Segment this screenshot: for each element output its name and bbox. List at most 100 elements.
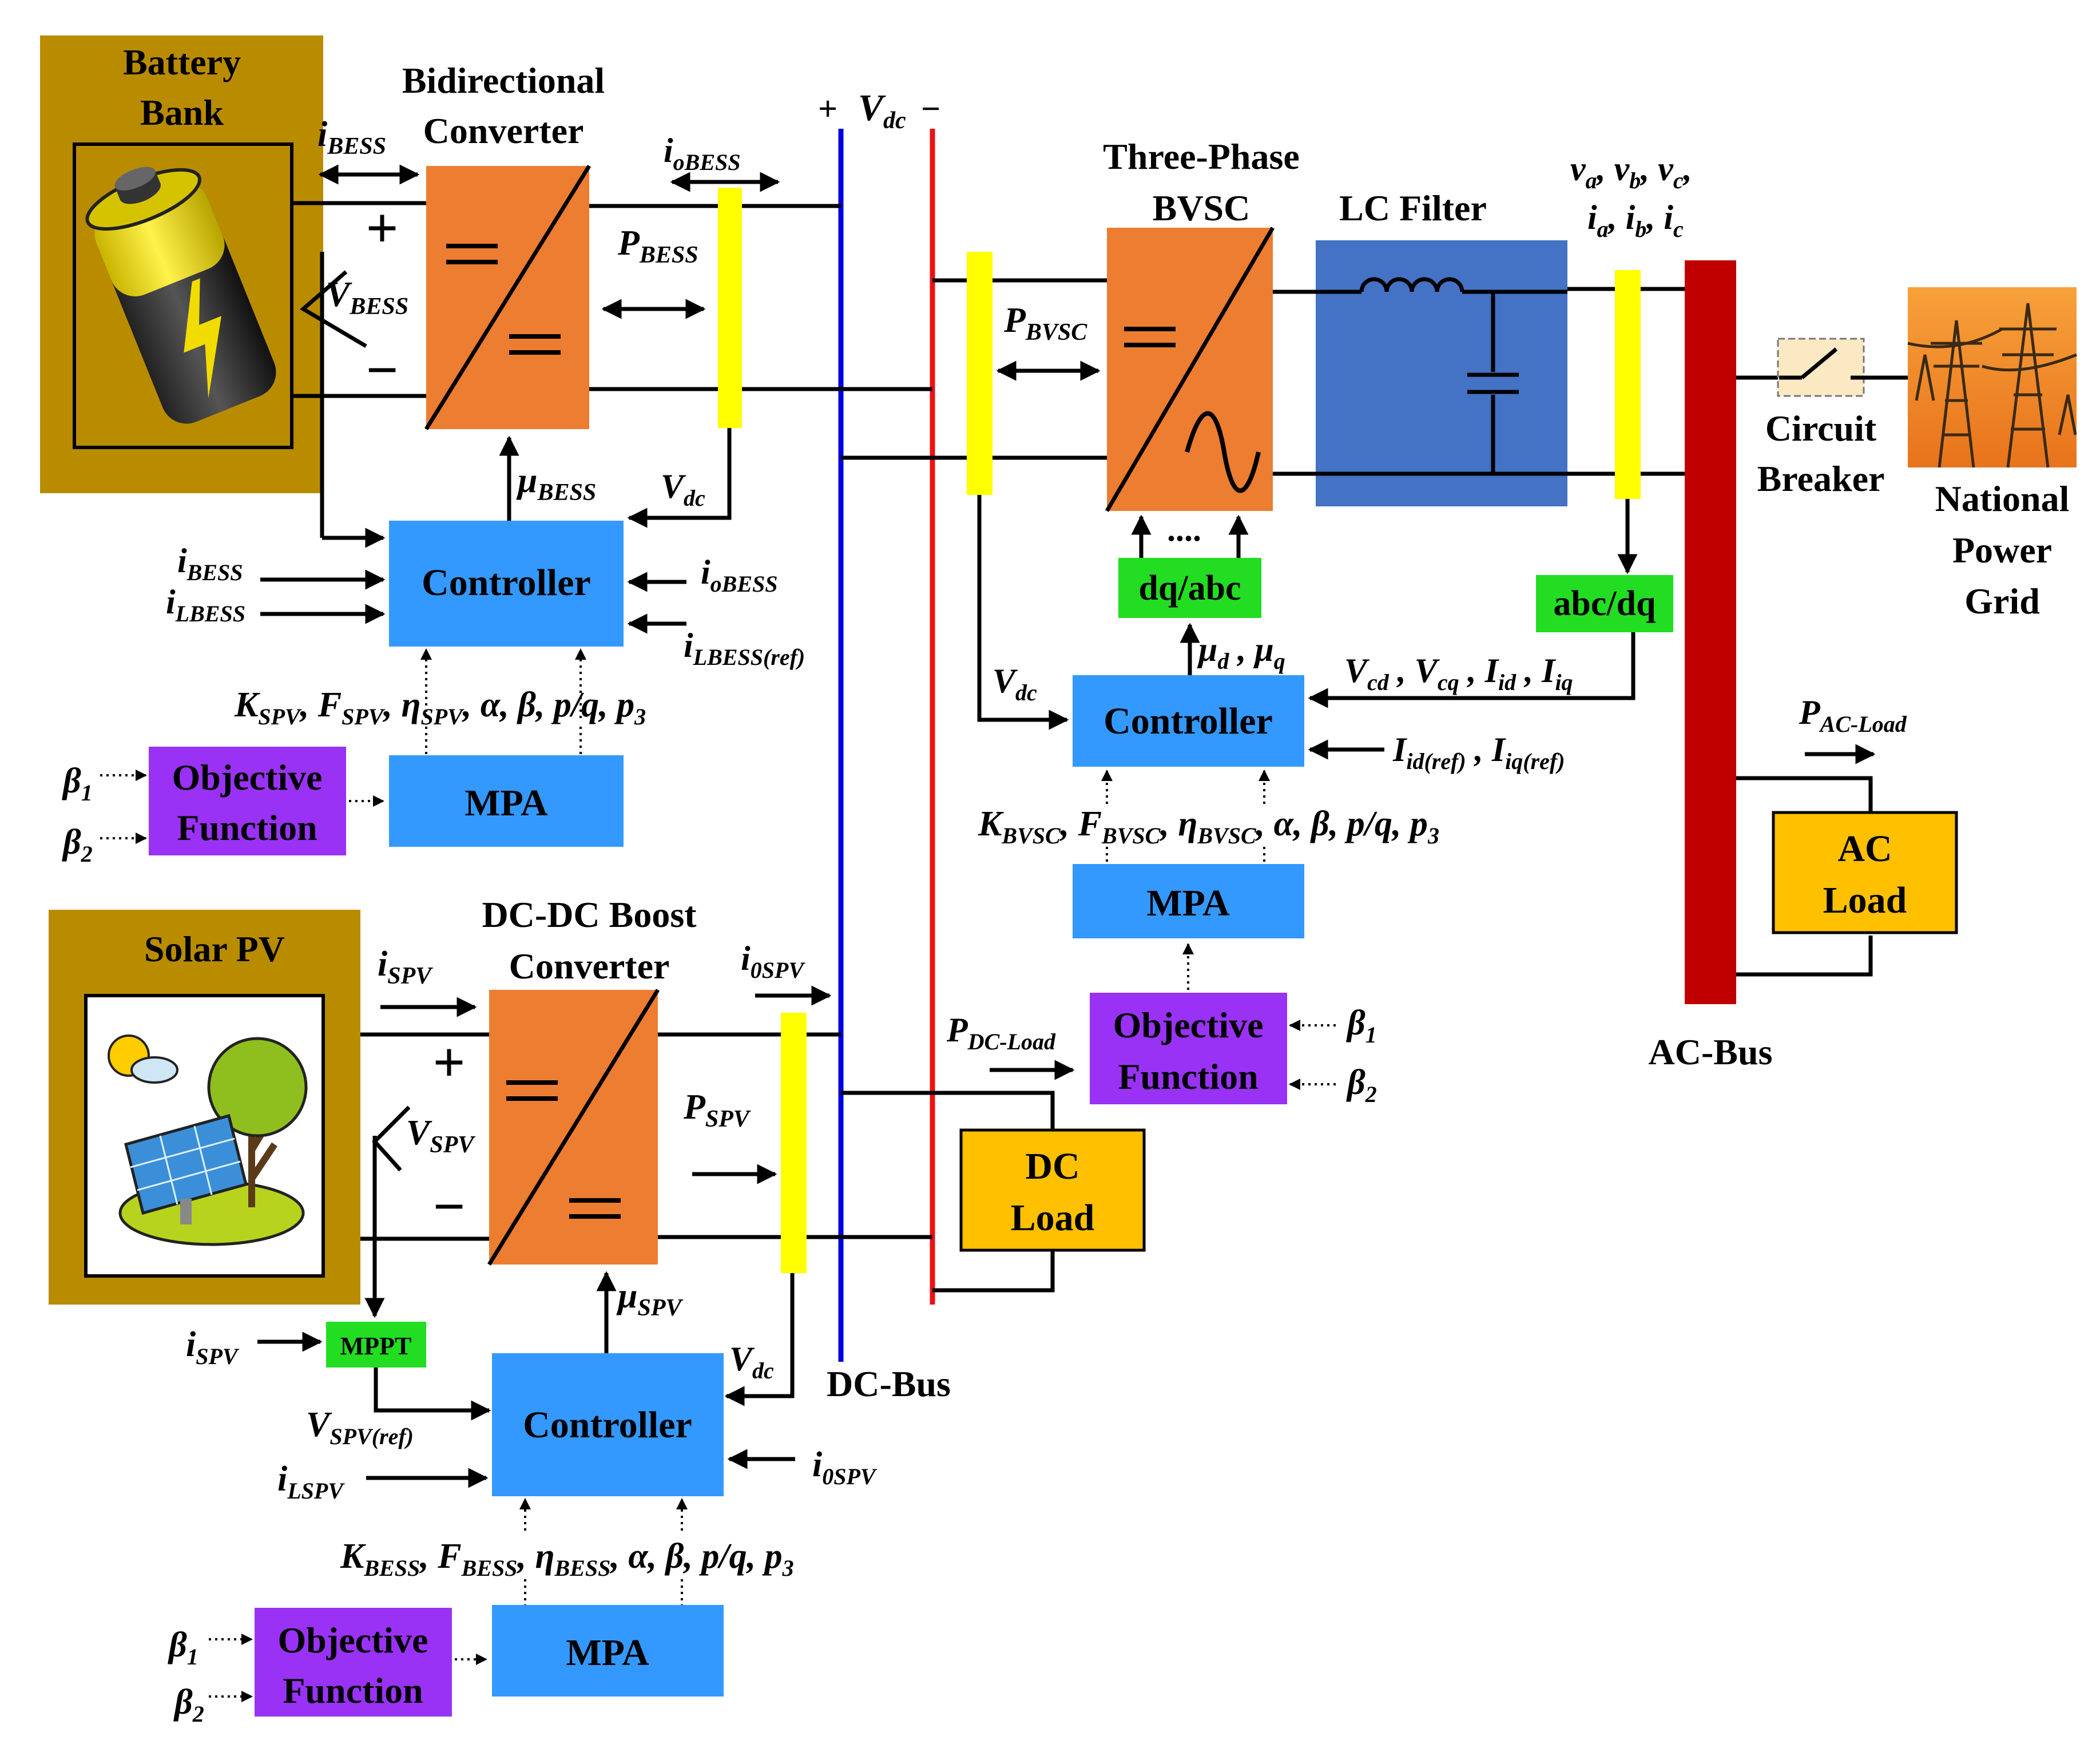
spv-output-current-label: i0SPV [741, 940, 805, 983]
dc-bus-voltage-label: Vdc [858, 87, 906, 134]
ac-load-power-label: PAC-Load [1799, 693, 1907, 737]
grid-label-line2: Power [1952, 530, 2052, 570]
svg-text:Function: Function [177, 807, 317, 848]
spv-vref-label: VSPV(ref) [306, 1405, 414, 1449]
spv-controller-label: Controller [523, 1404, 692, 1446]
ac-load-wire-bottom [1736, 936, 1873, 977]
battery-plus-sign: + [366, 196, 399, 260]
spv-mpa-label: MPA [566, 1632, 649, 1674]
dc-bus-minus: − [921, 90, 940, 128]
spv-input-il: iLSPV [277, 1460, 345, 1504]
mppt-input-label: iSPV [186, 1325, 240, 1369]
bess-beta2: β2 [62, 823, 93, 867]
battery-title-line1: Battery [123, 42, 241, 82]
svg-text:Load: Load [1011, 1197, 1095, 1239]
mppt-label: MPPT [340, 1332, 412, 1360]
bvsc-title2: BVSC [1153, 188, 1251, 228]
bidirectional-converter [424, 165, 591, 430]
bvsc-sensor-bar [967, 252, 993, 495]
bess-controller-label: Controller [422, 562, 591, 604]
dc-load-box [959, 1128, 1146, 1252]
svg-text:Load: Load [1823, 879, 1907, 921]
svg-text:Objective: Objective [172, 757, 323, 798]
bvsc-mpa-block [1073, 864, 1304, 938]
bess-input-il: iLBESS [166, 583, 245, 627]
bess-controller [389, 521, 624, 647]
ac-sensor-bar [1615, 270, 1641, 499]
ac-bus-bar [1685, 260, 1736, 1004]
bess-duty-label: μBESS [516, 461, 596, 506]
battery-image-frame [73, 142, 293, 449]
battery-voltage-label: VBESS [326, 275, 408, 320]
spv-objective-function [255, 1608, 452, 1717]
abc-dq-label: abc/dq [1553, 584, 1656, 623]
svg-text:AC: AC [1837, 828, 1892, 870]
bess-input-iref: iLBESS(ref) [684, 627, 805, 670]
mppt-block [326, 1322, 426, 1368]
dc-load-negative-wire [932, 1250, 1055, 1293]
spv-plus-sign: + [433, 1030, 466, 1094]
breaker-label-line2: Breaker [1757, 458, 1885, 499]
spv-beta2: β2 [173, 1683, 204, 1727]
bvsc-current-refs: Iid(ref) , Iiq(ref) [1392, 731, 1565, 774]
bvsc-vdc-label: Vdc [993, 662, 1037, 705]
bess-input-i: iBESS [177, 542, 243, 585]
ac-section: AC-Bus Circuit Breaker National Power Gr… [1649, 260, 2077, 1072]
svg-text:Function: Function [283, 1670, 423, 1711]
spv-sensor-bar [781, 1013, 807, 1273]
spv-voltage-symbol [372, 1105, 411, 1172]
bess-input-io: ioBESS [701, 553, 778, 597]
bvsc-section: PBVSC Three-Phase BVSC LC Filter va, vb, [841, 136, 1692, 1107]
battery-section: Battery Bank + − VBESS iBESS Bidirection… [40, 35, 932, 867]
solar-title: Solar PV [144, 929, 285, 969]
dc-bus-plus: + [818, 90, 837, 128]
bess-mpa-label: MPA [465, 782, 548, 824]
bess-sensor-bar [718, 188, 742, 428]
bvsc-modulation-label: μd , μq [1197, 631, 1285, 674]
bvsc-beta1: β1 [1346, 1004, 1377, 1048]
grid-label-line1: National [1935, 478, 2070, 519]
bess-objective-function [149, 747, 346, 855]
bvsc-converter [1105, 227, 1275, 512]
dc-load-section: DC Load PDC-Load [841, 1011, 1146, 1293]
bess-mpa-block [389, 755, 624, 847]
boost-converter-title1: DC-DC Boost [482, 894, 697, 935]
bvsc-mpa-label: MPA [1146, 882, 1230, 924]
bvsc-gate-dots: .... [1167, 510, 1201, 548]
solar-section: Solar PV iSPV + − VSPV DC-DC Boost Conve… [49, 894, 932, 1727]
abc-dq-block [1536, 575, 1673, 632]
ac-bus-label: AC-Bus [1649, 1032, 1773, 1072]
bidirectional-converter-title2: Converter [423, 110, 584, 151]
bess-output-current-label: ioBESS [664, 132, 741, 175]
spv-vdc-label: Vdc [729, 1340, 774, 1384]
spv-current-label: iSPV [378, 945, 433, 989]
dc-load-positive-wire [841, 1091, 1055, 1133]
ac-load-box [1772, 811, 1958, 934]
dq-abc-label: dq/abc [1138, 569, 1241, 608]
bidirectional-converter-title1: Bidirectional [402, 60, 605, 101]
boost-converter-title2: Converter [509, 946, 670, 986]
spv-power-label: PSPV [683, 1088, 751, 1132]
bess-power-label: PBESS [617, 224, 698, 268]
battery-icon [85, 167, 276, 424]
svg-text:DC: DC [1025, 1145, 1079, 1187]
spv-mpa-block [492, 1605, 724, 1697]
ac-current-measurements: ia, ib, ic [1587, 199, 1684, 242]
dc-bus-label: DC-Bus [827, 1363, 951, 1404]
spv-mpa-params: KBESS, FBESS, ηBESS, α, β, p/q, p3 [340, 1537, 794, 1581]
circuit-breaker [1777, 338, 1865, 397]
lc-filter-title: LC Filter [1339, 188, 1487, 228]
dq-abc-block [1118, 558, 1261, 618]
bvsc-controller [1073, 675, 1304, 767]
battery-title-line2: Bank [140, 92, 224, 133]
ac-voltage-measurements: va, vb, vc, [1570, 150, 1692, 193]
battery-current-label: iBESS [317, 115, 386, 160]
spv-voltage-label: VSPV [406, 1113, 475, 1158]
solar-panel-icon [108, 1034, 308, 1246]
boost-converter [487, 989, 660, 1266]
dc-bus: + Vdc − DC-Bus [818, 87, 951, 1404]
power-grid-icon [1907, 287, 2077, 468]
svg-text:Objective: Objective [1113, 1005, 1264, 1045]
